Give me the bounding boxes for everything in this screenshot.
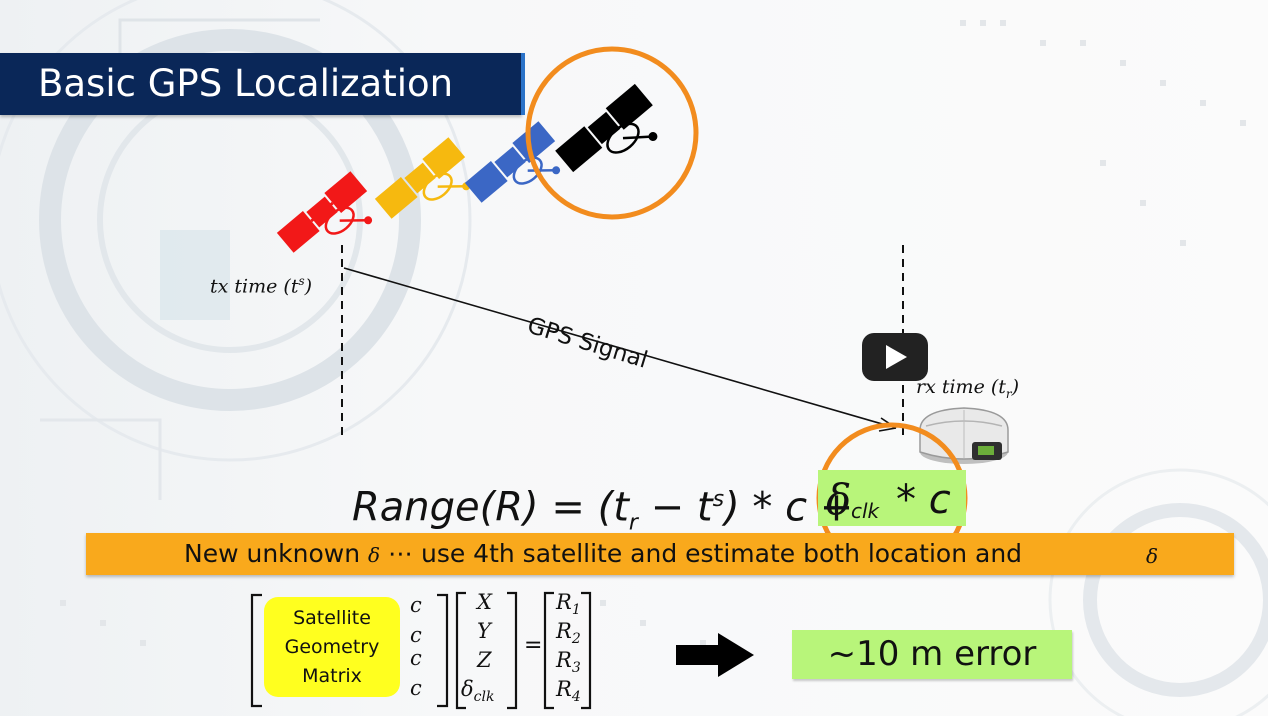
satellite-red-icon — [276, 171, 373, 253]
unknown-banner — [86, 533, 1234, 575]
result-box — [792, 630, 1072, 679]
c-entry: c — [410, 623, 422, 647]
result-text: ~10 m error — [827, 634, 1037, 674]
matrix-equals: = — [524, 633, 543, 658]
satellite-blue-icon — [464, 121, 561, 203]
rx-time-label: rx time (tr) — [916, 376, 1020, 401]
range-r4: R4 — [556, 677, 581, 706]
delta-clock-tail: * c — [896, 477, 951, 523]
satellite-yellow-icon — [374, 137, 471, 219]
title-bar — [0, 53, 525, 115]
unknown-y: Y — [477, 619, 491, 643]
unknown-z: Z — [477, 648, 492, 672]
geometry-matrix-label: Satellite Geometry Matrix — [284, 607, 380, 687]
satellite-black-icon — [555, 83, 658, 173]
geometry-matrix-box — [264, 597, 400, 697]
play-icon — [886, 345, 907, 369]
delta-clock-symbol: δ — [826, 475, 852, 524]
range-r1: R1 — [556, 590, 581, 619]
slide-title: Basic GPS Localization — [38, 62, 454, 105]
highlight-circle-satellite — [525, 46, 699, 220]
range-r3: R3 — [556, 648, 581, 677]
unknown-delta-clk: δclk — [461, 677, 495, 706]
range-r2: R2 — [556, 619, 581, 648]
c-entry: c — [410, 646, 422, 670]
c-entry: c — [410, 593, 422, 617]
unknown-banner-text: New unknown δ ⋯ use 4th satellite and es… — [184, 539, 1023, 568]
delta-clock-subscript: clk — [851, 499, 880, 523]
tx-time-label: tx time (ts) — [210, 274, 313, 298]
delta-clock-highlight — [818, 470, 966, 526]
matrix-brackets — [250, 591, 592, 710]
gps-signal-arrow — [343, 267, 897, 429]
unknown-banner-delta: δ — [1146, 544, 1159, 568]
range-equation: Range(R) = (tr − ts) * c + — [352, 484, 854, 536]
unknown-x: X — [477, 590, 492, 614]
right-arrow-icon — [676, 633, 754, 677]
c-entry: c — [410, 676, 422, 700]
play-button[interactable] — [862, 333, 928, 381]
